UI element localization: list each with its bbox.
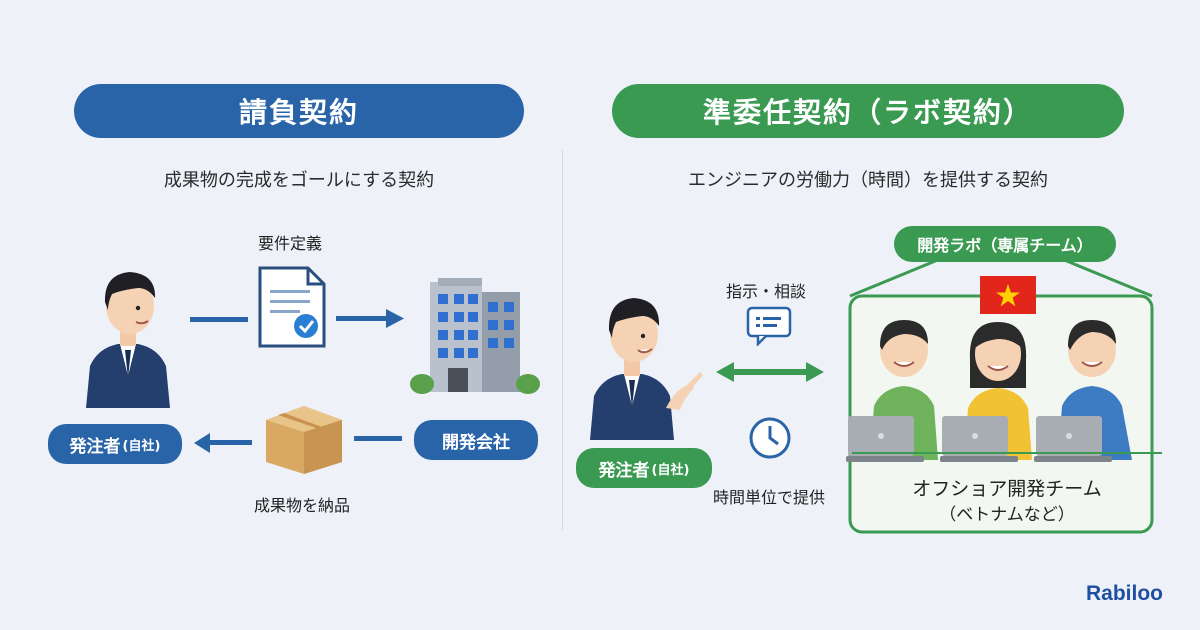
instruction-label: 指示・相談	[725, 282, 806, 301]
double-arrow-icon	[716, 362, 824, 382]
arrow-left-icon	[194, 433, 252, 453]
client-tag-text: 発注者	[69, 436, 121, 457]
header-text: 請負契約	[238, 96, 359, 129]
delivery-label: 成果物を納品	[253, 496, 350, 515]
offshore-team-title: オフショア開発チーム	[912, 478, 1102, 500]
junitaku-subtitle: エンジニアの労働力（時間）を提供する契約	[688, 170, 1048, 191]
person-icon	[86, 272, 170, 408]
team-members	[870, 320, 1132, 460]
requirements-label: 要件定義	[257, 234, 322, 253]
time-unit-label: 時間単位で提供	[712, 488, 825, 507]
client-tag-suffix: (自社)	[651, 462, 690, 478]
lab-tag: 開発ラボ（専属チーム）	[894, 226, 1116, 262]
building-icon	[410, 278, 540, 394]
package-icon	[266, 406, 342, 474]
laptop-2	[940, 416, 1018, 462]
laptop-3	[1034, 416, 1112, 462]
section-divider	[562, 150, 563, 530]
lab-tag-text: 開発ラボ（専属チーム）	[917, 236, 1093, 255]
laptop-1	[846, 416, 924, 462]
client-tag-right: 発注者(自社)	[576, 448, 712, 488]
desk-line	[852, 452, 1162, 454]
arrow-right-icon	[190, 317, 248, 322]
contract-header-ukeoi: 請負契約	[74, 84, 524, 138]
vendor-tag: 開発会社	[414, 420, 538, 460]
client-tag-text: 発注者	[598, 460, 650, 481]
header-text: 準委任契約（ラボ契約）	[702, 96, 1033, 129]
document-check-icon	[258, 266, 326, 348]
connector-line	[354, 436, 402, 441]
arrow-right-icon	[336, 309, 404, 328]
client-tag-suffix: (自社)	[122, 438, 161, 454]
contract-header-junitaku: 準委任契約（ラボ契約）	[612, 84, 1124, 138]
client-tag-left: 発注者(自社)	[48, 424, 182, 464]
brand-logo: Rabiloo	[1086, 582, 1163, 605]
ukeoi-subtitle: 成果物の完成をゴールにする契約	[163, 170, 435, 191]
vietnam-flag-icon	[980, 276, 1036, 314]
laptop-icon	[846, 416, 1112, 462]
person-icon	[590, 298, 703, 440]
vendor-tag-text: 開発会社	[442, 432, 510, 453]
offshore-team-note: （ベトナムなど）	[939, 505, 1075, 525]
chat-icon	[746, 306, 792, 346]
clock-icon	[749, 417, 791, 459]
